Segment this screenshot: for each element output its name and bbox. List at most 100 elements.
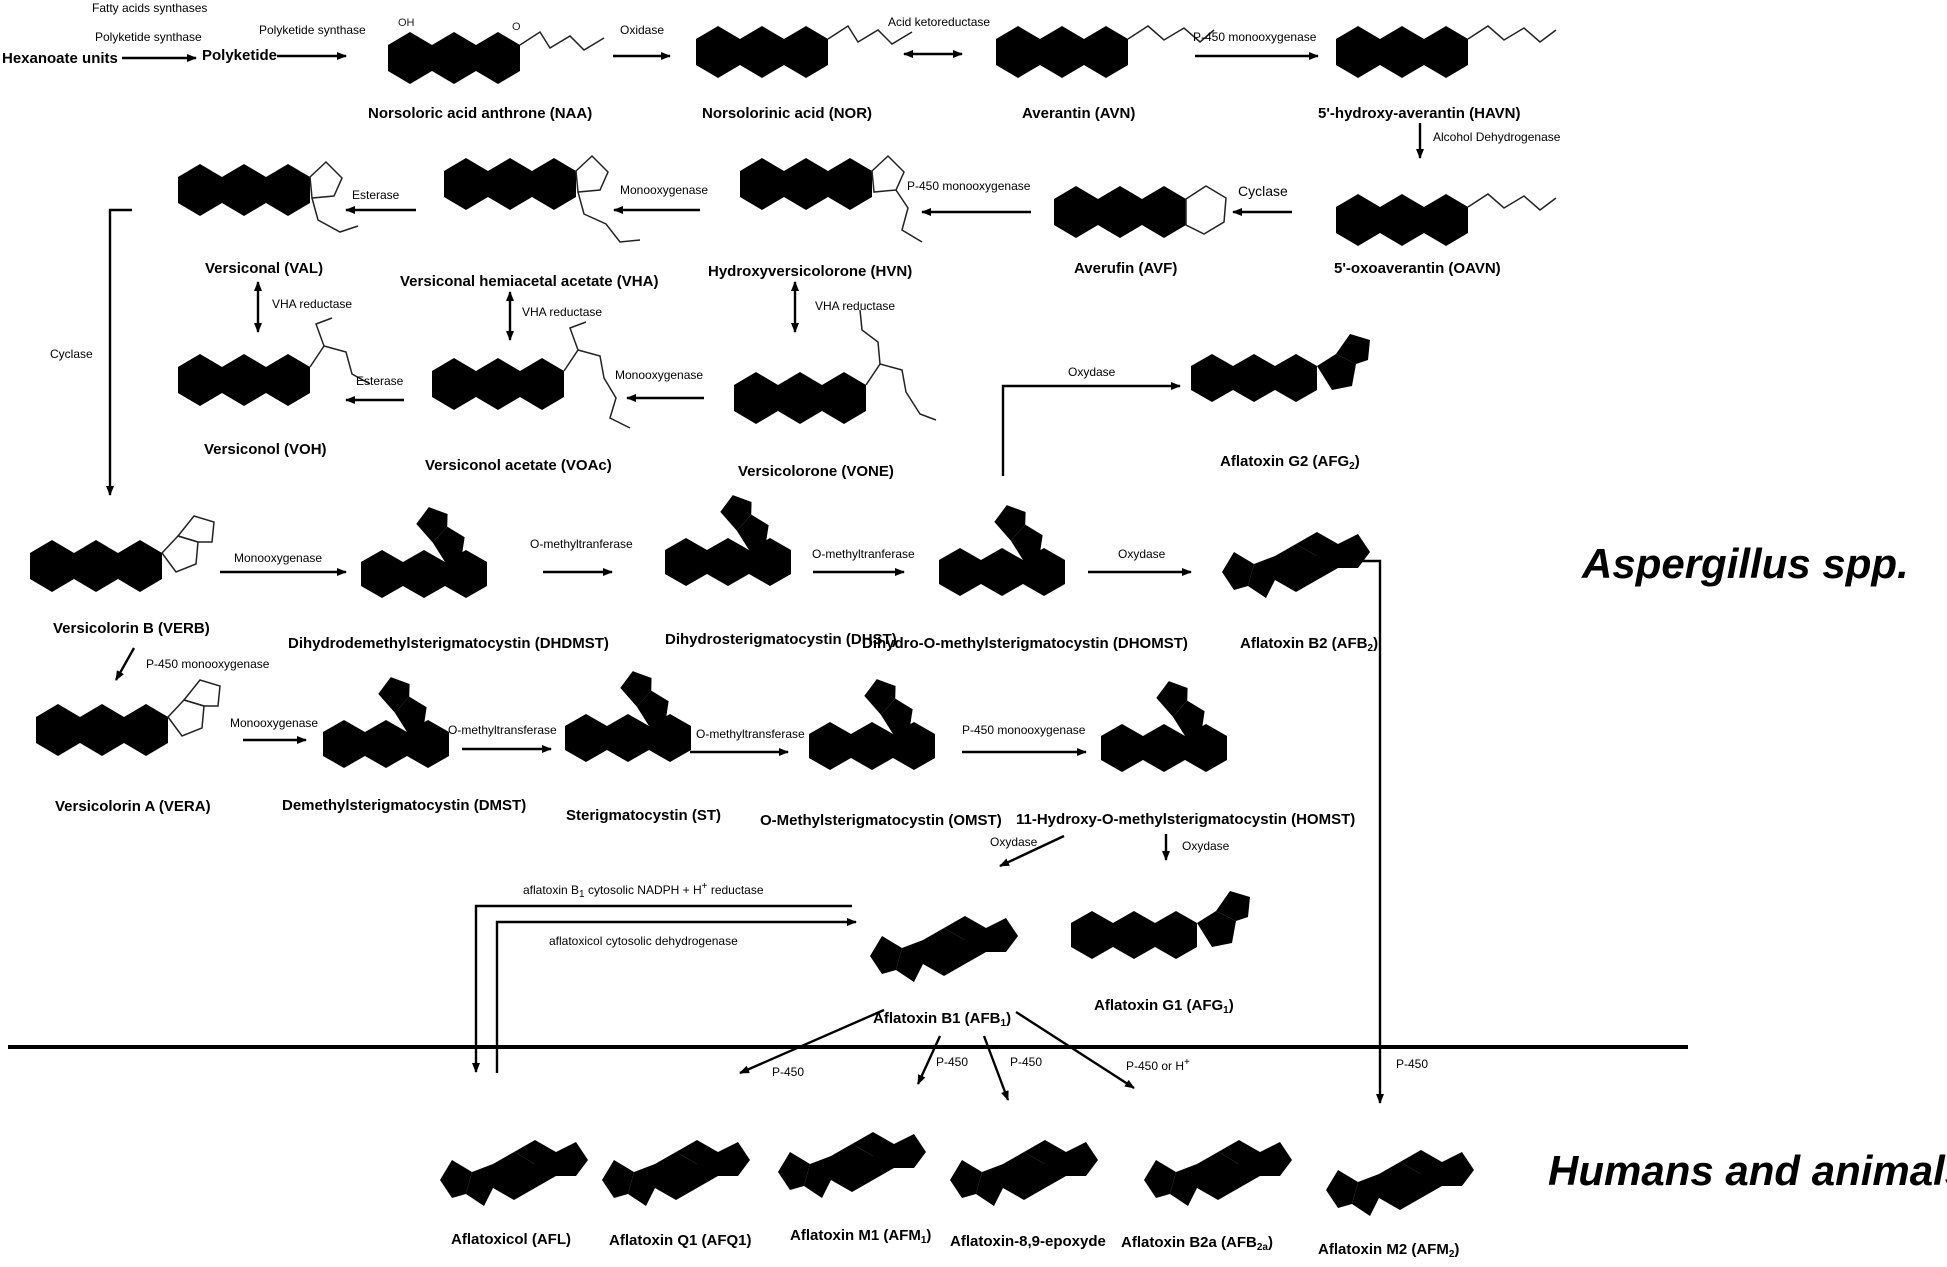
structure-naa [388,18,605,98]
enzyme-label-oxydase-b1: Oxydase [990,835,1038,849]
compound-label-afg1: Aflatoxin G1 (AFG1) [1094,997,1234,1016]
enzyme-label-omt-3: O-methyltransferase [448,723,557,737]
enzyme-label-omt-2: O-methyltranferase [812,547,915,561]
compound-label-afb2: Aflatoxin B2 (AFB2) [1240,635,1378,654]
enzyme-label-omt-1: O-methyltranferase [530,537,633,551]
structure-vha [444,144,641,243]
structure-afg2 [1191,332,1370,416]
compound-label-afm2: Aflatoxin M2 (AFM2) [1318,1241,1459,1260]
enzyme-label-polyketide-synthase-1: Polyketide synthase [95,30,202,44]
compound-label-epoxide: Aflatoxin-8,9-epoxyde [950,1233,1106,1250]
arrow-afb2-to-afm2 [1353,559,1384,1104]
region-label-humans-animals: Humans and animals [1548,1147,1947,1194]
enzyme-label-p450-afq1: P-450 [772,1065,804,1079]
structure-afm1 [778,1118,926,1198]
arrow-afb1-to-afm1 [916,1035,942,1085]
enzyme-label-p450-or-h: P-450 or H+ [1126,1057,1190,1073]
enzyme-label-oxidase: Oxidase [620,23,664,37]
structure-vone [734,309,937,438]
structure-vera [36,679,221,770]
compound-label-avn: Averantin (AVN) [1022,105,1135,122]
compound-label-havn: 5'-hydroxy-averantin (HAVN) [1318,105,1521,122]
compound-label-verb: Versicolorin B (VERB) [53,620,210,637]
structure-afm2 [1326,1136,1474,1216]
structure-dhdmst [361,505,487,612]
enzyme-label-monooxygenase-4: Monooxygenase [230,716,318,730]
enzyme-label-omt-4: O-methyltransferase [696,727,805,741]
enzyme-label-p450-afm2: P-450 [1396,1057,1428,1071]
enzyme-label-vha-reductase-1: VHA reductase [272,297,352,311]
structure-afl [440,1126,588,1206]
compound-label-omst: O-Methylsterigmatocystin (OMST) [760,812,1002,829]
structure-verb [30,515,215,606]
structure-nor [696,12,913,92]
structure-avf [1054,172,1227,252]
structure-afb1 [870,902,1018,982]
enzyme-label-polyketide-synthase-2: Polyketide synthase [259,23,366,37]
enzyme-label-esterase-1: Esterase [352,188,400,202]
compound-label-afl: Aflatoxicol (AFL) [451,1231,571,1248]
enzyme-label-acid-ketoreductase: Acid ketoreductase [888,15,990,29]
enzyme-label-p450-monooxygenase-1: P-450 monooxygenase [1193,30,1317,44]
enzyme-label-alcohol-dehydrogenase: Alcohol Dehydrogenase [1433,130,1561,144]
arrow-afb1-to-afb2a [1015,1010,1135,1090]
structure-afb2 [1222,518,1370,598]
enzyme-label-oxydase-g2: Oxydase [1068,365,1116,379]
compound-label-homst: 11-Hydroxy-O-methylsterigmatocystin (HOM… [1016,811,1355,828]
arrow-afl-to-afb1-dehydrogenase [495,918,857,1073]
compound-label-nor: Norsolorinic acid (NOR) [702,105,872,122]
enzyme-label-p450-epox: P-450 [1010,1055,1042,1069]
compound-label-dhdmst: Dihydrodemethylsterigmatocystin (DHDMST) [288,635,609,652]
structure-oavn [1336,180,1557,260]
enzyme-label-vha-reductase-3: VHA reductase [815,299,895,313]
enzyme-label-oxydase-b2: Oxydase [1118,547,1166,561]
arrow-dhomst-to-afg2 [1001,382,1181,476]
compound-label-naa: Norsoloric acid anthrone (NAA) [368,105,592,122]
enzyme-label-cyclase-1: Cyclase [1238,183,1288,199]
compound-label-vone: Versicolorone (VONE) [738,463,894,480]
compound-label-vha: Versiconal hemiacetal acetate (VHA) [400,273,658,290]
compound-label-hexanoate: Hexanoate units [2,50,118,67]
compound-label-voac: Versiconol acetate (VOAc) [425,457,612,474]
compound-label-dhst: Dihydrosterigmatocystin (DHST) [665,631,897,648]
structure-hvn [740,144,923,243]
enzyme-label-afl-dehydrogenase: aflatoxicol cytosolic dehydrogenase [549,934,738,948]
compound-label-avf: Averufin (AVF) [1074,260,1177,277]
arrow-afb1-to-afq1 [739,1008,885,1075]
enzyme-label-vha-reductase-2: VHA reductase [522,305,602,319]
compound-label-afg2: Aflatoxin G2 (AFG2) [1220,453,1360,472]
structure-havn [1336,12,1557,92]
enzyme-label-p450-monooxygenase-4: P-450 monooxygenase [962,723,1086,737]
compound-label-polyketide: Polyketide [202,47,277,64]
enzyme-label-afl-reductase: aflatoxin B1 cytosolic NADPH + H+ reduct… [523,881,764,900]
arrow-afb1-to-epoxide [982,1035,1010,1101]
arrow-verb-to-vera [114,647,136,681]
enzyme-label-esterase-2: Esterase [356,374,404,388]
enzyme-label-p450-afm1: P-450 [936,1055,968,1069]
arrow-afb1-to-afl-reductase [472,904,852,1073]
arrow-val-to-verb-cyclase [106,208,132,496]
enzyme-label-monooxygenase-2: Monooxygenase [615,368,703,382]
compound-label-dhomst: Dihydro-O-methylsterigmatocystin (DHOMST… [862,635,1188,652]
enzyme-label-cyclase-2: Cyclase [50,347,93,361]
compound-label-voh: Versiconol (VOH) [204,441,327,458]
structure-voac [432,321,631,429]
structure-avn [996,12,1215,92]
structure-homst [1101,679,1227,786]
enzyme-label-oxydase-g1: Oxydase [1182,839,1230,853]
structure-dhomst [939,503,1065,610]
structure-voh [178,317,371,420]
region-label-aspergillus: Aspergillus spp. [1581,540,1909,587]
structure-dhst [665,493,791,600]
enzyme-label-monooxygenase-1: Monooxygenase [620,183,708,197]
structure-afq1 [602,1126,750,1206]
enzyme-label-p450-monooxygenase-3: P-450 monooxygenase [146,657,270,671]
enzyme-label-fatty-acid-synthases: Fatty acids synthases [92,1,207,15]
structure-afg1 [1071,889,1250,973]
compound-label-afm1: Aflatoxin M1 (AFM1) [790,1227,931,1246]
structure-afb2a [1144,1126,1292,1206]
structure-st [565,669,691,776]
compound-label-afb2a: Aflatoxin B2a (AFB2a) [1121,1234,1273,1253]
compound-label-val: Versiconal (VAL) [205,260,323,277]
